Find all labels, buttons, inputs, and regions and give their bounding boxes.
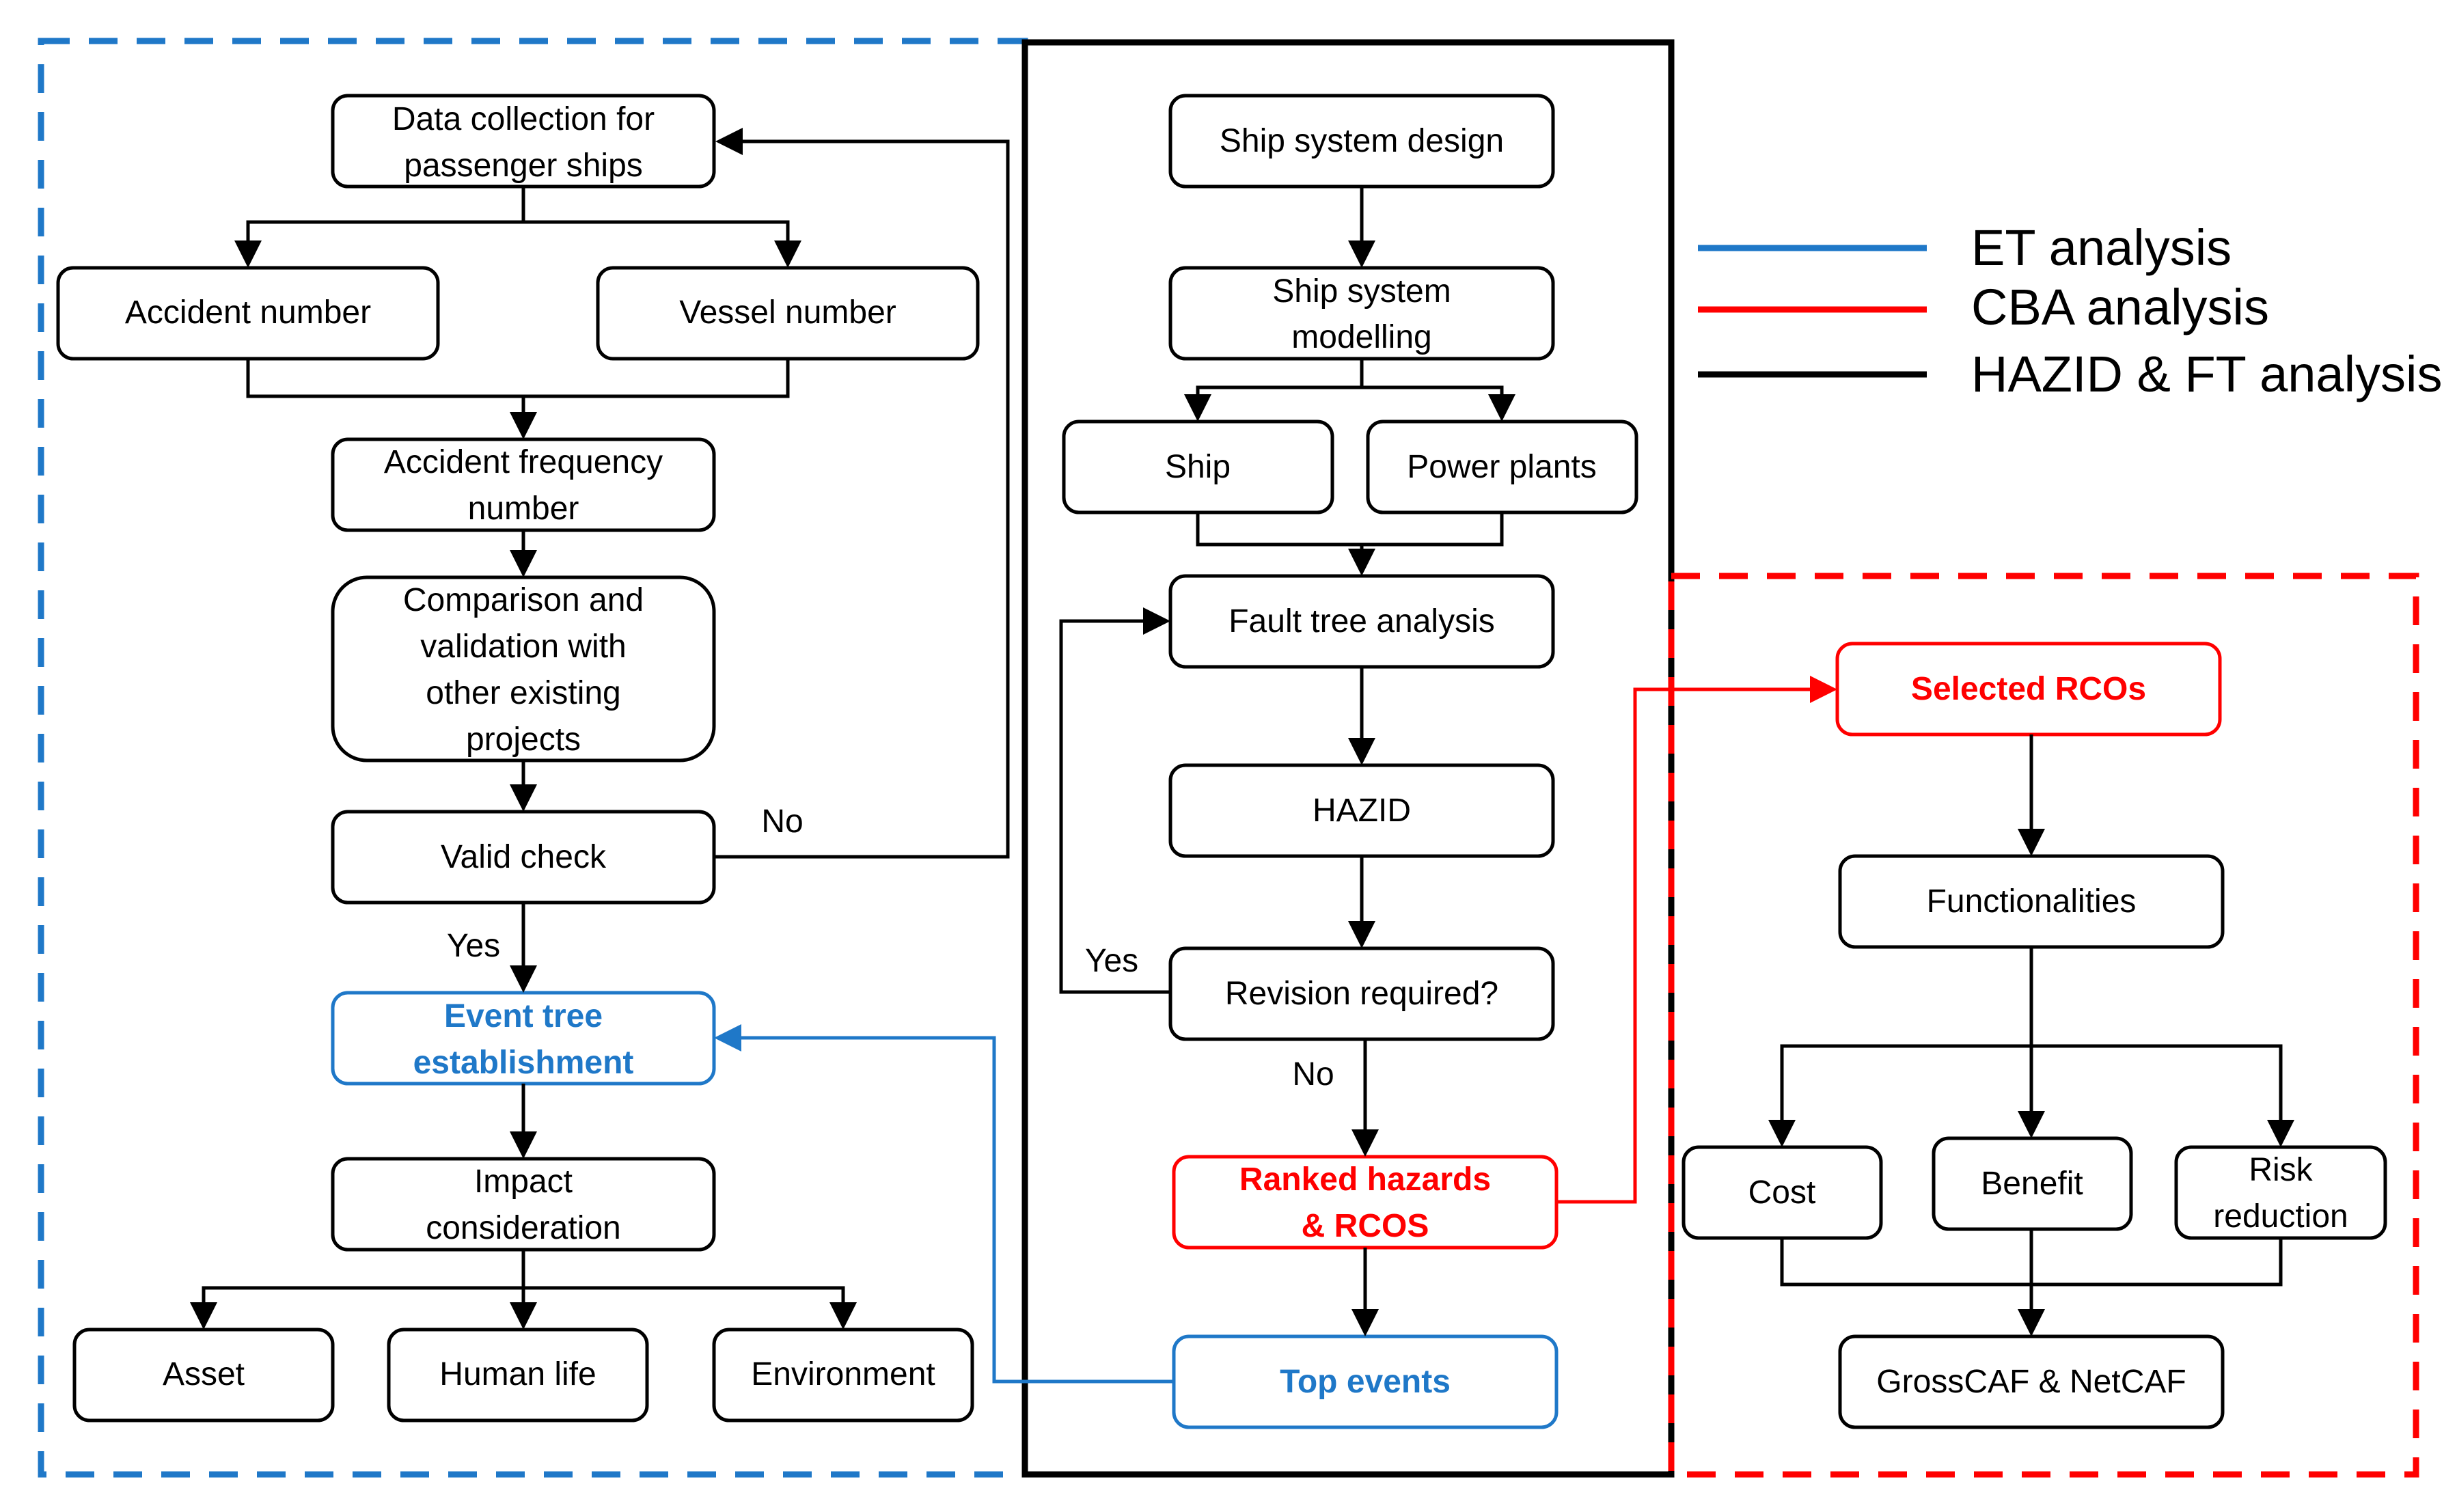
environment-label: Environment <box>751 1356 935 1392</box>
comparison-line-2: validation with <box>420 629 627 665</box>
benefit-node: Benefit <box>1932 1136 2133 1231</box>
valid-check-label: Valid check <box>441 839 607 875</box>
ranked-hazards-to-selected-rcos-connector <box>1556 676 1837 1204</box>
legend-hazid-label: HAZID & FT analysis <box>1971 346 2442 402</box>
environment-node: Environment <box>712 1328 974 1422</box>
ranked-hazards-node: Ranked hazards & RCOS <box>1172 1155 1559 1250</box>
comparison-line-1: Comparison and <box>403 582 644 618</box>
accident-number-node: Accident number <box>56 266 440 361</box>
vessel-number-node: Vessel number <box>596 266 980 361</box>
risk-reduction-node: Risk reduction <box>2174 1145 2387 1240</box>
revision-label: Revision required? <box>1225 976 1498 1012</box>
impact-line-2: consideration <box>426 1210 621 1246</box>
asset-node: Asset <box>72 1328 335 1422</box>
vessel-number-label: Vessel number <box>679 294 896 331</box>
ship-system-modelling-line-2: modelling <box>1291 319 1431 355</box>
functionalities-label: Functionalities <box>1927 883 2137 920</box>
power-plants-node: Power plants <box>1366 420 1638 514</box>
ship-system-modelling-line-1: Ship system <box>1272 273 1451 310</box>
cost-label: Cost <box>1748 1174 1816 1211</box>
cost-node: Cost <box>1682 1145 1883 1240</box>
legend-cba-label: CBA analysis <box>1971 279 2269 335</box>
data-collection-node: Data collection for passenger ships <box>331 94 716 189</box>
benefit-label: Benefit <box>1981 1166 2083 1202</box>
data-collection-line-1: Data collection for <box>392 101 655 137</box>
top-events-label: Top events <box>1280 1364 1451 1400</box>
impact-line-1: Impact <box>474 1164 573 1200</box>
ranked-hazards-line-2: & RCOS <box>1302 1208 1429 1244</box>
accident-number-label: Accident number <box>125 294 371 331</box>
event-tree-node: Event tree establishment <box>331 991 716 1086</box>
cba-region-frame <box>1668 573 2419 1478</box>
accident-frequency-line-2: number <box>468 491 579 527</box>
accident-frequency-node: Accident frequency number <box>331 437 716 532</box>
revision-yes-label: Yes <box>1085 943 1138 979</box>
power-plants-label: Power plants <box>1407 449 1596 485</box>
human-life-node: Human life <box>387 1328 649 1422</box>
hazid-connectors <box>1059 187 1515 1336</box>
asset-label: Asset <box>163 1356 245 1392</box>
event-tree-line-1: Event tree <box>444 998 603 1034</box>
risk-reduction-line-1: Risk <box>2249 1152 2313 1188</box>
fault-tree-node: Fault tree analysis <box>1168 574 1555 669</box>
revision-no-label: No <box>1292 1056 1334 1092</box>
ship-label: Ship <box>1165 449 1231 485</box>
comparison-line-4: projects <box>466 721 581 758</box>
hazid-node: HAZID <box>1168 763 1555 858</box>
selected-rcos-node: Selected RCOs <box>1835 642 2222 737</box>
ship-system-design-label: Ship system design <box>1220 123 1504 159</box>
fault-tree-label: Fault tree analysis <box>1228 603 1495 640</box>
accident-frequency-line-1: Accident frequency <box>384 444 663 480</box>
grosscaf-label: GrossCAF & NetCAF <box>1876 1364 2186 1400</box>
comparison-node: Comparison and validation with other exi… <box>331 575 716 762</box>
data-collection-line-2: passenger ships <box>404 148 643 184</box>
impact-node: Impact consideration <box>331 1157 716 1252</box>
hazid-region-frame <box>1021 39 1675 1478</box>
comparison-line-3: other existing <box>426 675 621 711</box>
hazid-label: HAZID <box>1313 793 1411 829</box>
valid-check-yes-label: Yes <box>447 928 500 964</box>
event-tree-line-2: establishment <box>413 1045 634 1081</box>
ship-node: Ship <box>1062 420 1334 514</box>
grosscaf-node: GrossCAF & NetCAF <box>1838 1334 2225 1429</box>
et-connectors <box>190 128 1010 1330</box>
valid-check-node: Valid check <box>331 810 716 905</box>
human-life-label: Human life <box>439 1356 596 1392</box>
functionalities-node: Functionalities <box>1838 854 2225 949</box>
revision-node: Revision required? <box>1168 946 1555 1041</box>
ranked-hazards-line-1: Ranked hazards <box>1239 1162 1491 1198</box>
selected-rcos-label: Selected RCOs <box>1911 671 2146 707</box>
cba-connectors <box>1768 734 2294 1336</box>
ship-system-design-node: Ship system design <box>1168 94 1555 189</box>
top-events-to-event-tree-connector <box>714 1024 1174 1384</box>
legend-et-label: ET analysis <box>1971 219 2232 276</box>
valid-check-no-label: No <box>761 803 803 840</box>
legend: ET analysis CBA analysis HAZID & FT anal… <box>1698 219 2442 402</box>
risk-reduction-line-2: reduction <box>2213 1198 2348 1235</box>
ship-system-modelling-node: Ship system modelling <box>1168 266 1555 361</box>
top-events-node: Top events <box>1172 1334 1559 1429</box>
